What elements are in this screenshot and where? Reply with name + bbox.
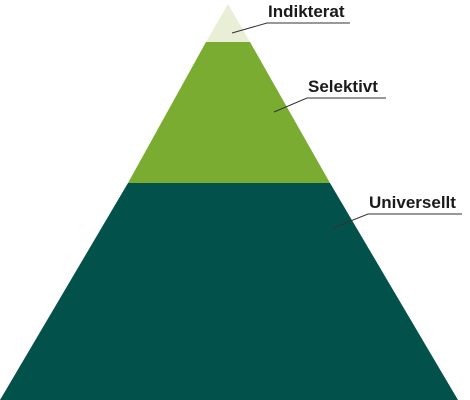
pyramid-tier-universellt	[0, 183, 458, 400]
leader-line-selektivt	[273, 97, 386, 113]
leader-line-indikterat	[231, 22, 350, 34]
pyramid-tier-indikterat	[206, 4, 250, 42]
label-universellt: Universellt	[369, 193, 456, 212]
label-indikterat: Indikterat	[268, 2, 345, 21]
pyramid-tier-selektivt	[128, 42, 330, 183]
label-selektivt: Selektivt	[308, 77, 378, 96]
leader-line-universellt	[332, 213, 462, 229]
